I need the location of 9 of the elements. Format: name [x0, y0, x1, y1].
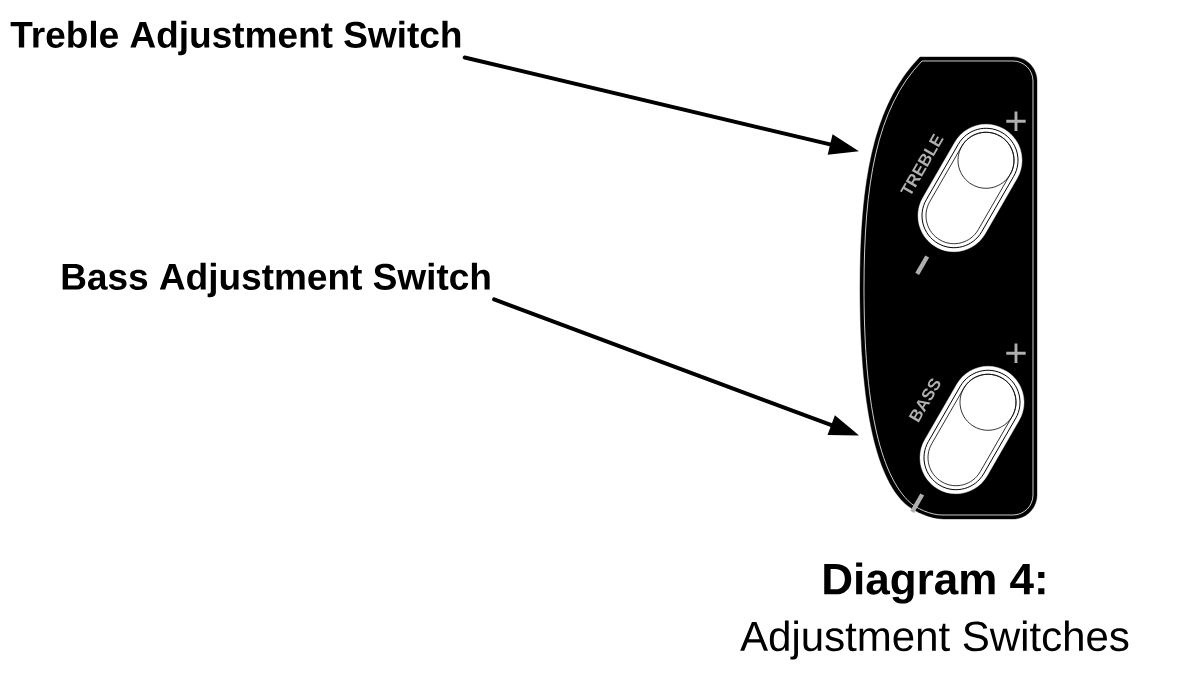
plus-sign: + [1006, 343, 1026, 363]
callout-text: Treble Adjustment Switch [10, 20, 461, 56]
diagram-caption: Adjustment Switches [740, 620, 1129, 660]
plus-sign: + [1006, 111, 1026, 131]
minus-sign: − [915, 255, 930, 275]
control-panel-drawing [859, 56, 1038, 520]
callout-text: Bass Adjustment Switch [62, 262, 490, 298]
diagram-title: Diagram 4: [824, 562, 1045, 604]
minus-sign: − [910, 493, 925, 513]
